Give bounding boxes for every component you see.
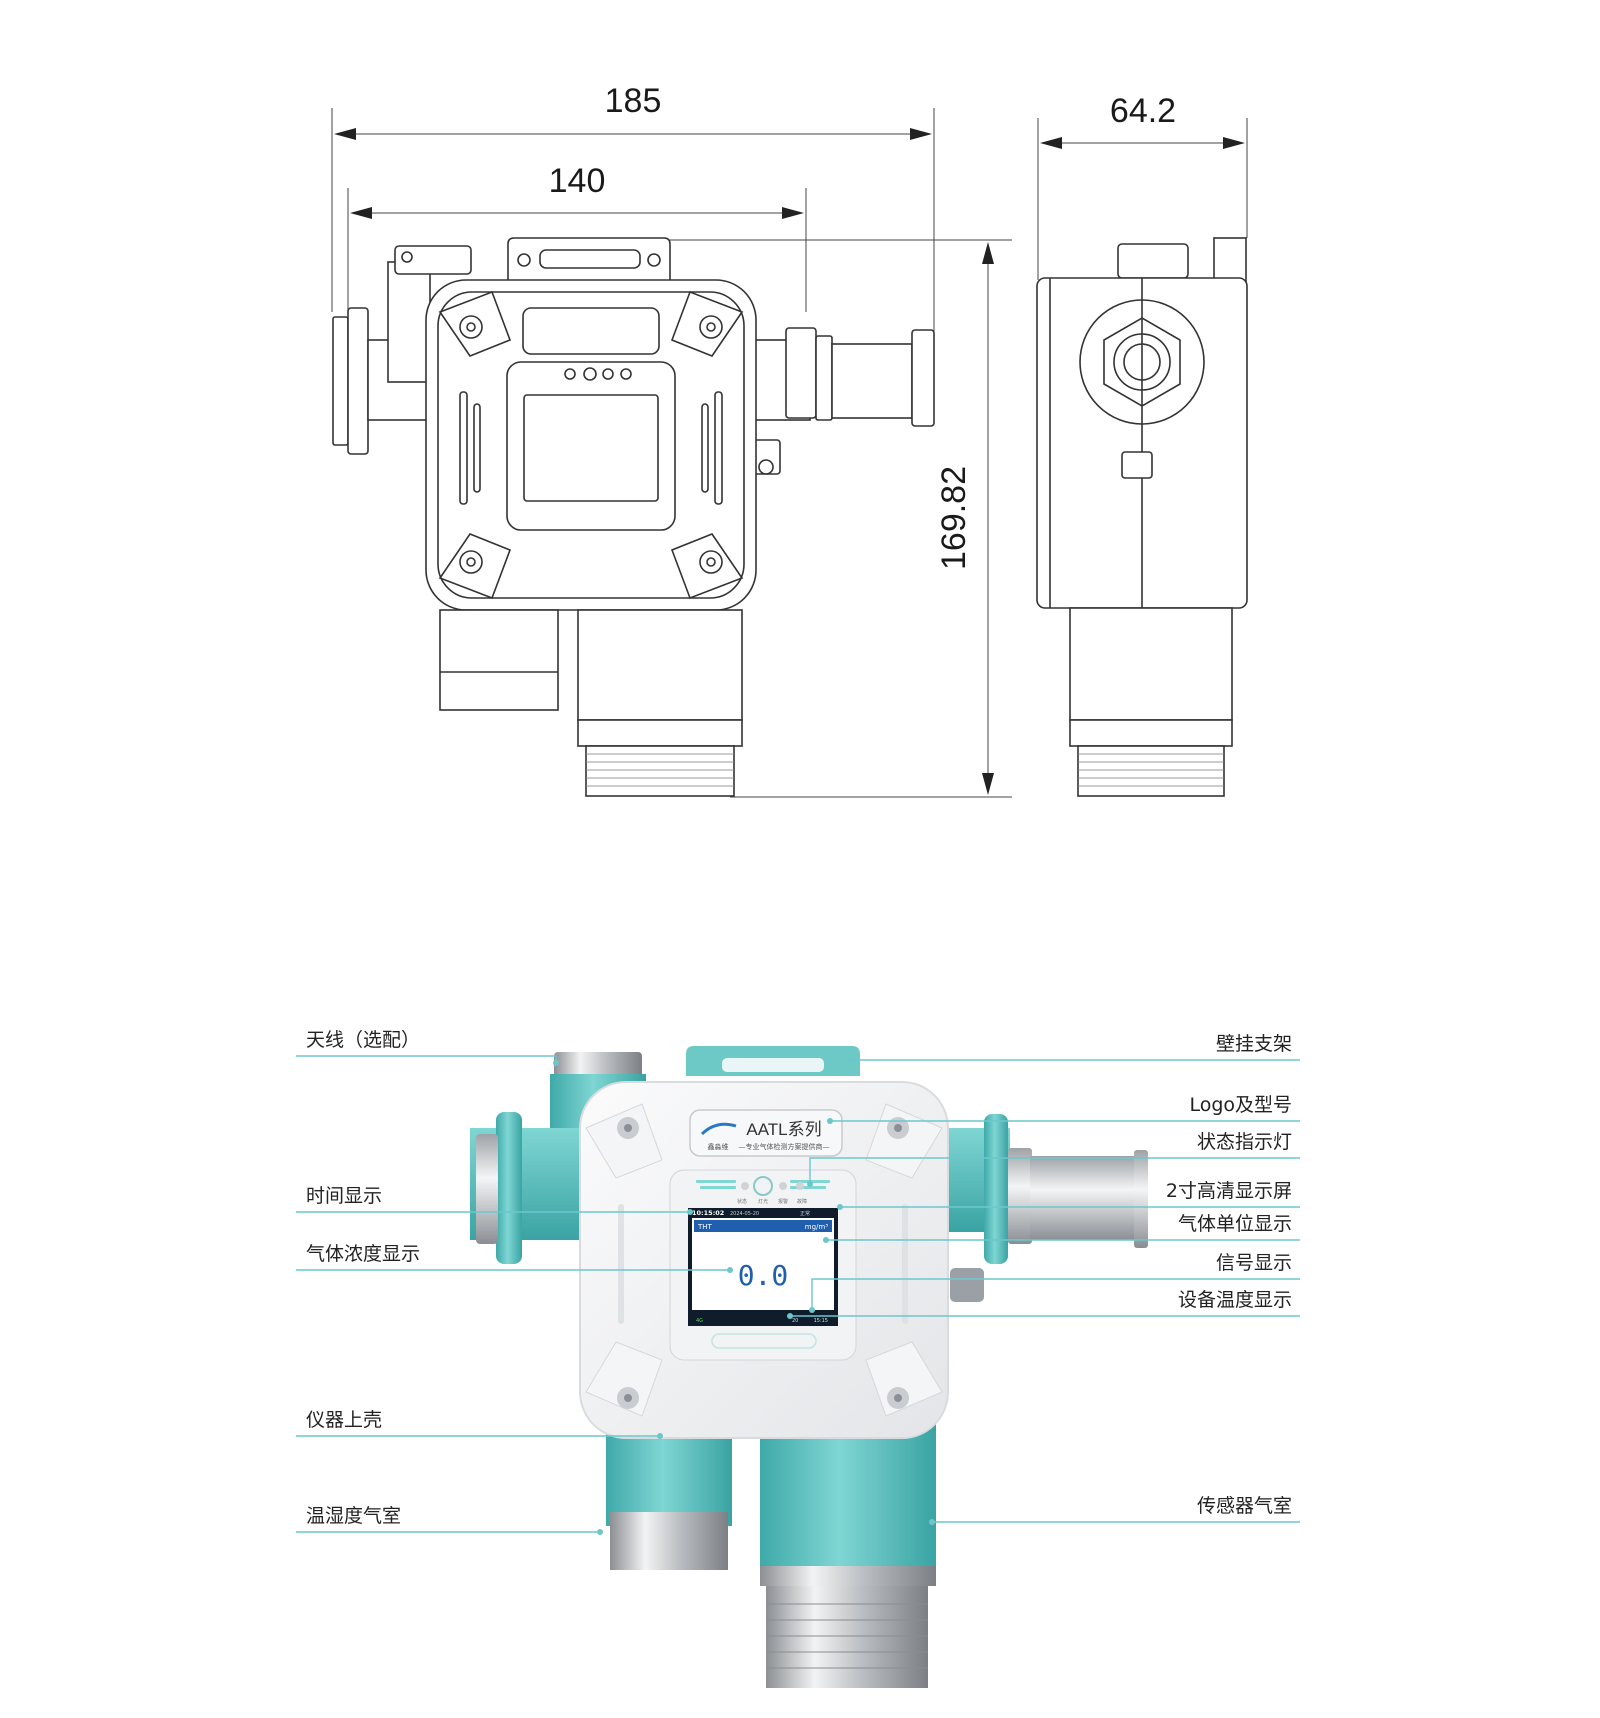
screen-date: 2024-05-20	[730, 1211, 759, 1217]
label-device-temperature: 设备温度显示	[1178, 1289, 1292, 1311]
product-render: 鑫淼维 AATL系列 —专业气体检测方案提供商— 状态 灯光 报警 故障 10:…	[470, 1046, 1148, 1688]
label-logo-model: Logo及型号	[1189, 1094, 1292, 1116]
dim-185: 185	[605, 82, 662, 120]
screen-temperature: 20	[792, 1318, 798, 1324]
dim-64-2: 64.2	[1110, 92, 1176, 130]
callout-labels: 天线（选配） 时间显示 气体浓度显示 仪器上壳 温湿度气室 壁挂支架 Logo及…	[306, 1029, 1292, 1527]
side-view-drawing: 64.2	[1036, 92, 1248, 797]
label-hd-screen: 2寸高清显示屏	[1166, 1180, 1292, 1202]
callout-leaders	[296, 1055, 1300, 1535]
indicator-0: 状态	[737, 1198, 747, 1205]
label-sensor-chamber: 传感器气室	[1197, 1495, 1292, 1517]
series-text: AATL系列	[746, 1120, 821, 1139]
indicator-1: 灯光	[758, 1198, 768, 1205]
label-gas-concentration: 气体浓度显示	[306, 1243, 420, 1265]
label-temp-humidity-chamber: 温湿度气室	[306, 1505, 401, 1527]
screen-gas: THT	[697, 1223, 713, 1231]
label-upper-shell: 仪器上壳	[306, 1409, 382, 1431]
indicator-3: 故障	[797, 1198, 807, 1205]
label-status-indicator: 状态指示灯	[1197, 1131, 1292, 1153]
screen-unit: mg/m³	[805, 1223, 828, 1231]
screen-bottom-right: 15:15	[814, 1318, 828, 1324]
front-view-drawing: 185 140 169.82	[331, 82, 1012, 798]
screen-value: 0.0	[738, 1259, 789, 1292]
label-gas-unit: 气体单位显示	[1178, 1213, 1292, 1235]
screen-status: 正常	[800, 1210, 810, 1217]
tagline-text: —专业气体检测方案提供商—	[739, 1142, 830, 1151]
label-time-display: 时间显示	[306, 1185, 382, 1207]
brand-text: 鑫淼维	[708, 1142, 729, 1151]
label-signal: 信号显示	[1216, 1252, 1292, 1274]
indicator-2: 报警	[778, 1198, 788, 1205]
screen-signal: 4G	[696, 1318, 703, 1324]
dim-140: 140	[549, 162, 606, 200]
screen-time: 10:15:02	[692, 1209, 724, 1217]
label-antenna: 天线（选配）	[306, 1029, 420, 1051]
dim-169-82: 169.82	[935, 466, 973, 570]
label-wall-bracket: 壁挂支架	[1216, 1033, 1292, 1055]
